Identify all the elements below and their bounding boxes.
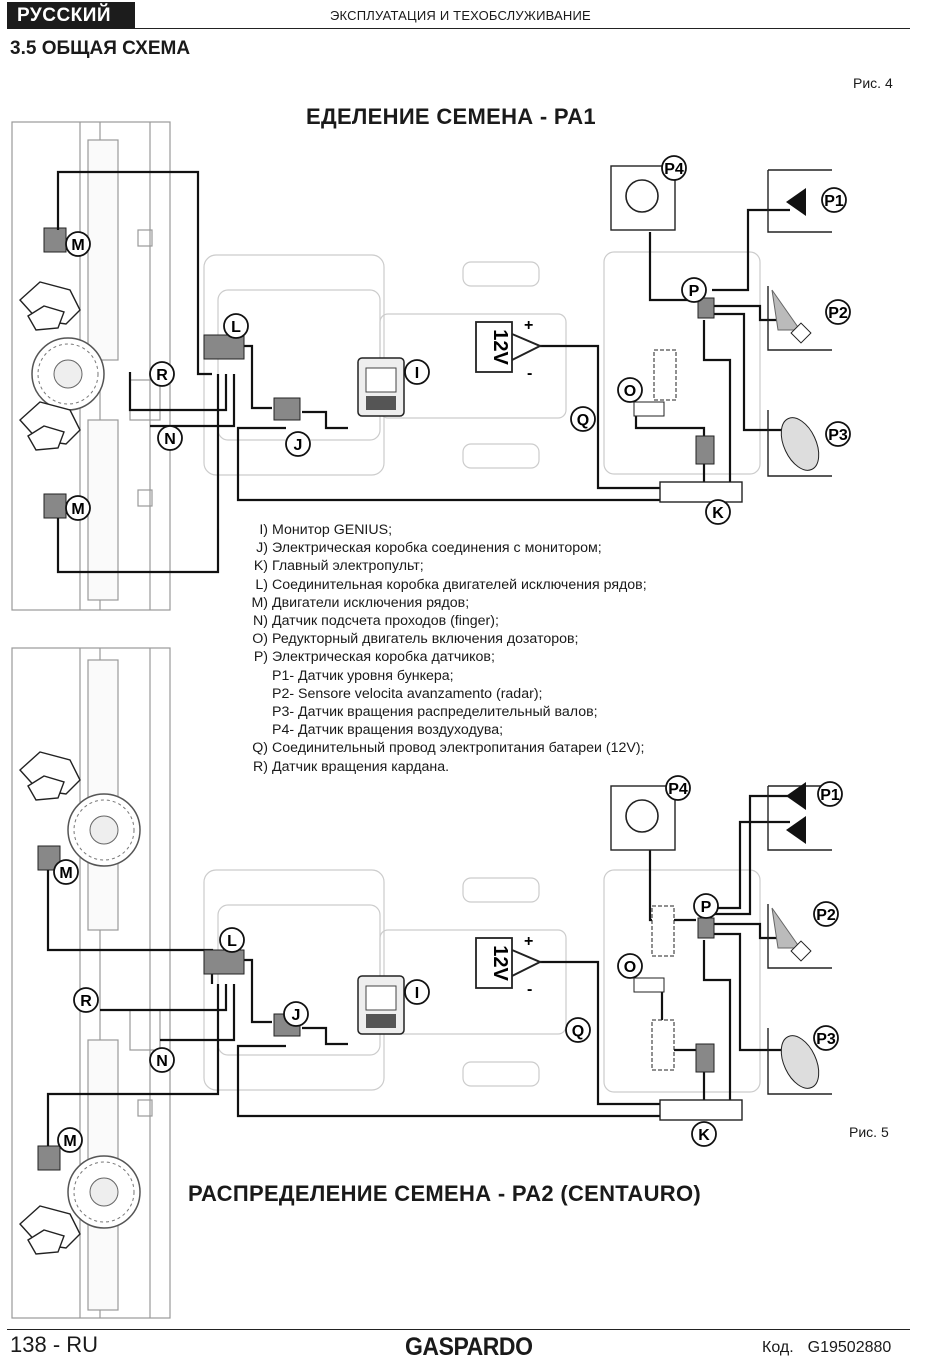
radar-sensor-p2-pa2	[767, 904, 832, 969]
shaft-sensor-p3-pa1	[767, 410, 832, 477]
battery-icon-pa1: 12V + -	[475, 317, 543, 382]
legend-item: N)Датчик подсчета проходов (finger);	[253, 613, 499, 630]
junction-box-j-pa1	[273, 397, 301, 421]
figure-4-title: ЕДЕЛЕНИЕ СЕМЕНА - PA1	[306, 104, 596, 129]
callout-r: R	[80, 993, 92, 1010]
battery-minus-pa1: -	[527, 365, 532, 382]
battery-minus-pa2: -	[527, 981, 532, 998]
legend-subitem: P3- Датчик вращения распределительный ва…	[272, 704, 598, 721]
battery-plus-pa1: +	[524, 317, 533, 334]
callout-i: I	[415, 985, 419, 1002]
shaft-sensor-p3-pa2	[767, 1028, 832, 1095]
figure-5-title: РАСПРЕДЕЛЕНИЕ СЕМЕНА - PA2 (CENTAURO)	[188, 1181, 702, 1206]
callout-p3: P3	[828, 427, 848, 444]
callout-n: N	[164, 431, 176, 448]
callout-m: M	[71, 237, 84, 254]
code-value: G19502880	[807, 1339, 892, 1356]
battery-label-pa2: 12V	[489, 945, 511, 981]
callout-l: L	[231, 319, 241, 336]
callout-p3: P3	[816, 1031, 836, 1048]
callouts-pa2: M M L R N J I Q O P K P1 P2 P3 P4	[53, 775, 843, 1153]
legend-item: L)Соединительная коробка двигателей искл…	[255, 576, 647, 593]
legend-subitem: P1- Датчик уровня бункера;	[272, 667, 454, 684]
callout-i: I	[415, 365, 419, 382]
component-legend: I)Монитор GENIUS; J)Электрическая коробк…	[240, 521, 647, 776]
language-tag: РУССКИЙ	[7, 2, 135, 29]
hopper-sensor-p1-pa1	[767, 169, 832, 233]
cables-pa2	[46, 794, 790, 1146]
monitor-icon-pa2	[357, 975, 405, 1035]
battery-icon-pa2: 12V + -	[475, 933, 543, 998]
footer-rule	[7, 1329, 910, 1330]
callout-l: L	[227, 933, 237, 950]
header-rule	[135, 28, 910, 29]
legend-item: I)Монитор GENIUS;	[259, 522, 393, 538]
callout-n: N	[156, 1053, 168, 1070]
callout-p: P	[689, 283, 700, 300]
callout-m: M	[59, 865, 72, 882]
callout-j: J	[294, 437, 303, 454]
code-label: Код.	[762, 1339, 794, 1356]
callout-p: P	[701, 899, 712, 916]
sensor-box-p-pa2	[697, 917, 715, 939]
page-number: 138 - RU	[10, 1332, 99, 1357]
document-code: Код. G19502880	[762, 1339, 891, 1357]
callout-m: M	[71, 501, 84, 518]
callout-o: O	[624, 383, 636, 400]
battery-plus-pa2: +	[524, 933, 533, 950]
legend-item: M)Двигатели исключения рядов;	[251, 594, 470, 611]
callout-p2: P2	[828, 305, 848, 322]
callout-k: K	[712, 505, 724, 522]
row-units-pa2	[19, 751, 81, 1255]
section-title: 3.5 ОБЩАЯ СХЕМА	[10, 38, 191, 59]
callout-m: M	[63, 1133, 76, 1150]
chapter-title: ЭКСПЛУАТАЦИЯ И ТЕХОБСЛУЖИВАНИЕ	[330, 8, 591, 23]
callout-j: J	[292, 1007, 301, 1024]
callouts-pa1: M M L R N J I Q O P K P1 P2 P3 P4	[65, 155, 851, 525]
figure-4-label: Рис. 4	[853, 75, 893, 91]
legend-item: K)Главный электропульт;	[253, 558, 424, 575]
planter-frame-pa1	[11, 121, 761, 611]
legend-item: P)Электрическая коробка датчиков;	[253, 649, 495, 666]
legend-item: O)Редукторный двигатель включения дозато…	[252, 631, 579, 648]
legend-item: J)Электрическая коробка соединения с мон…	[256, 540, 602, 557]
legend-item: R)Датчик вращения кардана.	[253, 758, 450, 775]
callout-p4: P4	[668, 781, 688, 798]
sensor-box-p-pa1	[697, 297, 715, 319]
main-panel-k-pa2	[659, 1099, 743, 1121]
callout-q: Q	[572, 1023, 584, 1040]
battery-label-pa1: 12V	[489, 329, 511, 365]
diagram-pa1: 12V + - M M L R N J I Q O P	[11, 121, 851, 611]
callout-q: Q	[577, 412, 589, 429]
callout-p2: P2	[816, 907, 836, 924]
callout-p1: P1	[820, 787, 840, 804]
junction-box-l-pa2	[203, 949, 245, 975]
figure-5-label: Рис. 5	[849, 1124, 889, 1140]
callout-k: K	[698, 1127, 710, 1144]
junction-box-l-pa1	[203, 334, 245, 360]
brand-logo: GASPARDO	[405, 1333, 533, 1361]
callout-p4: P4	[664, 161, 684, 178]
legend-item: Q)Соединительный провод электропитания б…	[252, 740, 645, 757]
legend-subitem: P2- Sensore velocita avanzamento (radar)…	[272, 685, 543, 702]
main-panel-k-pa1	[659, 481, 743, 503]
diagram-pa2: 12V + - M M L R N J I Q O P K P1 P2	[11, 647, 843, 1319]
monitor-icon-pa1	[357, 357, 405, 417]
callout-o: O	[624, 959, 636, 976]
row-units-pa1	[19, 281, 81, 451]
radar-sensor-p2-pa1	[767, 286, 832, 351]
legend-subitem: P4- Датчик вращения воздуходува;	[272, 722, 504, 739]
callout-p1: P1	[824, 193, 844, 210]
callout-r: R	[156, 367, 168, 384]
